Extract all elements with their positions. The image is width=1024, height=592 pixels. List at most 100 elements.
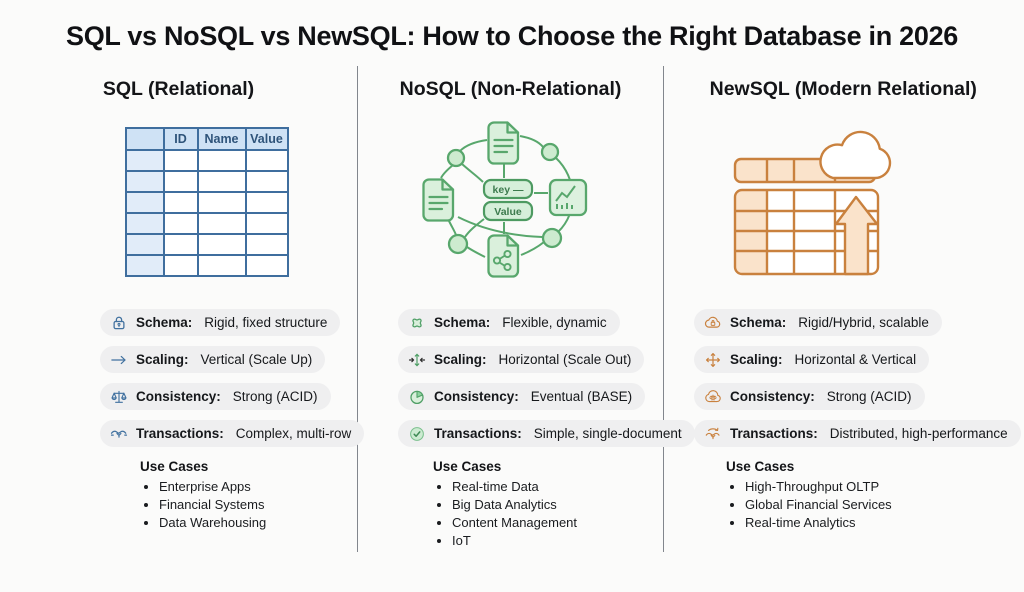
pie-chart-icon [408,388,426,406]
feature-transactions: Transactions: Complex, multi-row [100,420,365,447]
arrow-right-icon [110,351,128,369]
comparison-board: SQL (Relational) ID Name Value [0,66,1024,552]
feature-schema: Schema: Rigid, fixed structure [100,309,341,336]
feature-label: Consistency: [136,389,221,404]
feature-label: Transactions: [136,426,224,441]
column-sql: SQL (Relational) ID Name Value [0,66,365,552]
scale-out-arrows-icon [408,351,426,369]
analytics-chart-icon [548,178,587,217]
relational-table-graphic: ID Name Value [124,127,289,277]
feature-label: Transactions: [434,426,522,441]
use-case-item: High-Throughput OLTP [745,478,1023,495]
handshake-icon [110,425,128,443]
table-row [124,170,289,193]
cloud-lock-icon [704,314,722,332]
scale-up-arrow-icon [835,195,879,276]
balance-scale-icon [110,388,128,406]
document-icon [486,121,519,165]
feature-consistency: Consistency: Eventual (BASE) [398,383,646,410]
feature-scaling: Scaling: Vertical (Scale Up) [100,346,326,373]
table-row [124,233,289,256]
document-icon [421,178,454,222]
feature-label: Consistency: [434,389,519,404]
sql-feature-list: Schema: Rigid, fixed structure Scaling: … [100,309,365,447]
lock-icon [110,314,128,332]
use-cases-list: High-Throughput OLTP Global Financial Se… [726,478,1023,531]
feature-transactions: Transactions: Distributed, high-performa… [694,420,1021,447]
use-case-item: Big Data Analytics [452,496,663,513]
use-case-item: Financial Systems [159,496,357,513]
key-label: key — [492,184,523,196]
feature-value: Simple, single-document [533,426,682,441]
cloud-balance-icon [704,388,722,406]
value-label: Value [494,206,522,218]
use-cases-list: Real-time Data Big Data Analytics Conten… [433,478,663,549]
use-case-item: IoT [452,532,663,549]
newsql-illustration [638,109,997,295]
column-nosql: NoSQL (Non-Relational) [358,66,695,552]
feature-label: Schema: [730,315,787,330]
feature-value: Horizontal (Scale Out) [498,352,632,367]
check-circle-icon [408,425,426,443]
four-way-arrows-icon [704,351,722,369]
cloud-icon [819,130,892,180]
page-title: SQL vs NoSQL vs NewSQL: How to Choose th… [66,21,958,51]
column-newsql: NewSQL (Modern Relational) [664,66,1023,552]
feature-value: Strong (ACID) [232,389,318,404]
table-row [124,212,289,235]
feature-scaling: Scaling: Horizontal (Scale Out) [398,346,645,373]
nosql-network-illustration: key — Value [358,109,663,295]
use-case-item: Real-time Analytics [745,514,1023,531]
sql-use-cases: Use Cases Enterprise Apps Financial Syst… [140,459,357,531]
feature-label: Transactions: [730,426,818,441]
use-case-item: Enterprise Apps [159,478,357,495]
column-heading-nosql: NoSQL (Non-Relational) [399,78,622,100]
feature-label: Schema: [434,315,491,330]
handshake-arrow-icon [704,425,722,443]
use-case-item: Content Management [452,514,663,531]
use-case-item: Global Financial Services [745,496,1023,513]
table-header-value: Value [244,127,289,151]
use-case-item: Real-time Data [452,478,663,495]
nosql-feature-list: Schema: Flexible, dynamic Scaling: Horiz… [398,309,695,447]
feature-label: Scaling: [730,352,783,367]
scalable-table [734,157,880,276]
feature-value: Complex, multi-row [235,426,352,441]
use-cases-list: Enterprise Apps Financial Systems Data W… [140,478,357,531]
share-document-icon [486,234,519,278]
feature-value: Vertical (Scale Up) [200,352,313,367]
feature-consistency: Consistency: Strong (ACID) [694,383,925,410]
column-heading-sql: SQL (Relational) [102,78,255,100]
feature-value: Strong (ACID) [826,389,912,404]
feature-value: Eventual (BASE) [530,389,633,404]
feature-scaling: Scaling: Horizontal & Vertical [694,346,930,373]
table-row [124,191,289,214]
feature-value: Rigid/Hybrid, scalable [798,315,929,330]
feature-consistency: Consistency: Strong (ACID) [100,383,331,410]
use-cases-title: Use Cases [726,459,795,474]
table-row [124,149,289,172]
table-header-id: ID [162,127,199,151]
newsql-feature-list: Schema: Rigid/Hybrid, scalable Scaling: … [694,309,1023,447]
key-value-pair: key — Value [482,178,533,222]
network-nodes [446,142,562,255]
document-network-graphic: key — Value [421,121,587,278]
feature-value: Horizontal & Vertical [794,352,917,367]
flexible-blob-icon [408,314,426,332]
column-heading-newsql: NewSQL (Modern Relational) [709,78,977,100]
feature-value: Distributed, high-performance [829,426,1008,441]
feature-value: Flexible, dynamic [502,315,607,330]
use-cases-title: Use Cases [433,459,502,474]
feature-value: Rigid, fixed structure [204,315,328,330]
nosql-use-cases: Use Cases Real-time Data Big Data Analyt… [433,459,663,549]
feature-label: Scaling: [434,352,487,367]
feature-label: Consistency: [730,389,815,404]
table-row [124,254,289,277]
cloud-table-graphic [734,130,892,276]
table-header-name: Name [196,127,247,151]
feature-schema: Schema: Rigid/Hybrid, scalable [694,309,942,336]
newsql-use-cases: Use Cases High-Throughput OLTP Global Fi… [726,459,1023,531]
use-case-item: Data Warehousing [159,514,357,531]
use-cases-title: Use Cases [140,459,209,474]
sql-table-illustration: ID Name Value [28,109,385,295]
